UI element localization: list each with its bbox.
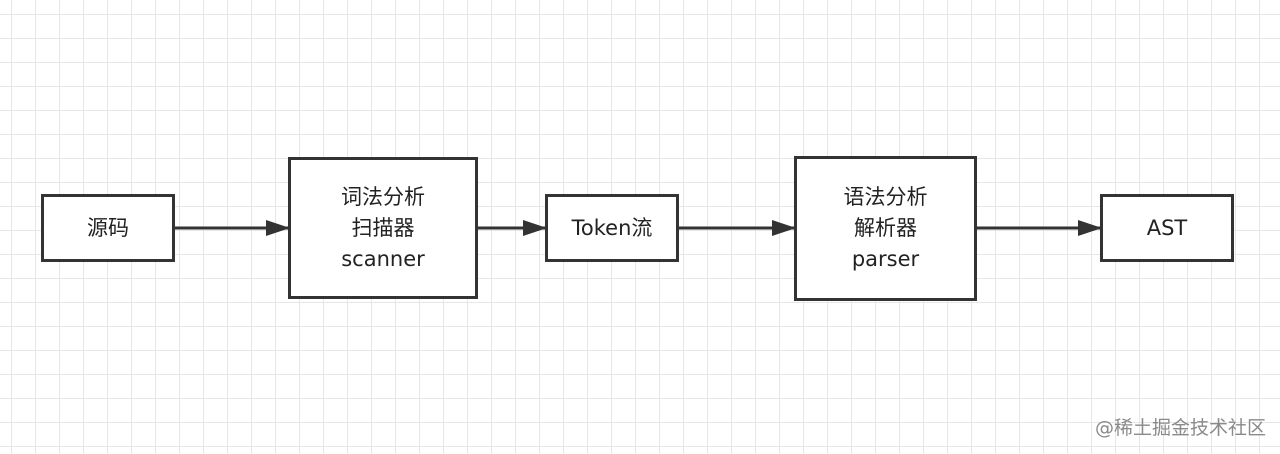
node-parser: 语法分析 解析器 parser [794,156,977,301]
node-parser-line-3: parser [851,247,920,271]
node-parser-line-2: 解析器 [854,216,917,240]
node-lexer: 词法分析 扫描器 scanner [288,157,478,299]
node-tokens: Token流 [545,194,679,262]
watermark: @稀土掘金技术社区 [1094,417,1266,439]
node-lexer-line-2: 扫描器 [351,215,415,240]
node-lexer-line-1: 词法分析 [341,184,425,209]
node-ast-label: AST [1146,215,1188,240]
node-source-label: 源码 [87,215,129,240]
node-ast: AST [1100,194,1234,262]
node-parser-line-1: 语法分析 [843,185,928,209]
node-lexer-line-3: scanner [341,246,425,271]
node-tokens-label: Token流 [571,215,653,240]
node-source: 源码 [41,194,175,262]
